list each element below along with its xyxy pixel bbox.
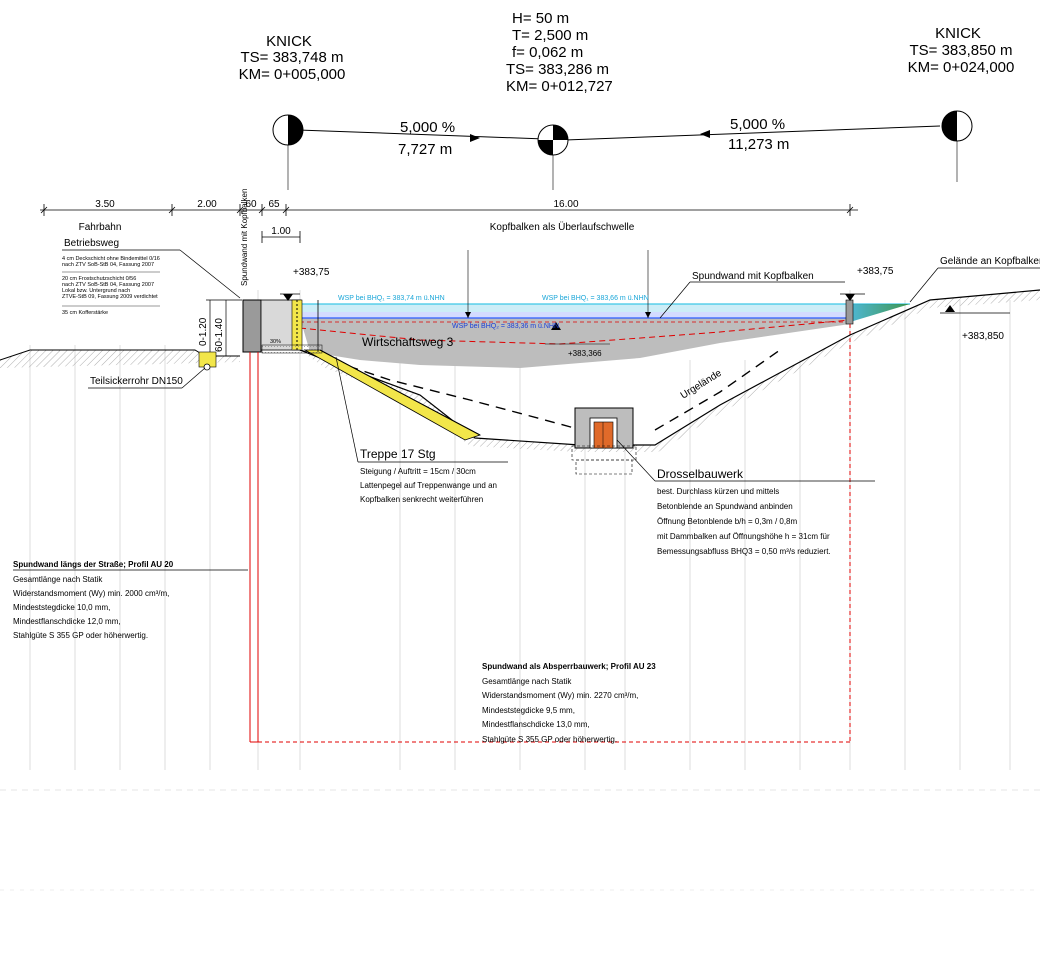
knick-left-symbol (272, 114, 304, 146)
arrow-right-icon (700, 130, 710, 138)
layer-note: 35 cm Kofferstärke (62, 310, 108, 316)
label-fahrbahn: Fahrbahn (79, 222, 122, 233)
spundwand-absperr-line: Gesamtlänge nach Statik (482, 677, 572, 686)
treppe-line: Steigung / Auftritt = 15cm / 30cm (360, 467, 476, 476)
treppe-title: Treppe 17 Stg (360, 447, 436, 461)
layer-note: ZTVE-StB 09, Fassung 2009 verdichtet (62, 294, 158, 300)
arrow-left-icon (470, 134, 480, 142)
dim-60: 60 (245, 199, 257, 210)
vertical-dimensions (206, 299, 242, 356)
low-point-km: KM= 0+012,727 (506, 78, 613, 95)
dim-vertical-2: 60-1.40 (214, 318, 225, 352)
knick-left-block: KNICK TS= 383,748 m KM= 0+005,000 (239, 33, 346, 83)
layer-note: 20 cm Frostschutzschicht 0/56 (62, 276, 136, 282)
layer-note: 4 cm Deckschicht ohne Bindemittel 0/16 (62, 256, 160, 262)
spundwand-strasse-line: Widerstandsmoment (Wy) min. 2000 cm³/m, (13, 589, 169, 598)
label-betriebsweg: Betriebsweg (64, 238, 119, 249)
drossel-line: best. Durchlass kürzen und mittels (657, 487, 779, 496)
gradient-line (287, 125, 958, 190)
spundwand-absperr-line: Stahlgüte S 355 GP oder höherwertig. (482, 735, 617, 744)
terrain-left (0, 349, 240, 368)
dim-65: 65 (268, 199, 280, 210)
drossel-line: Betonblende an Spundwand anbinden (657, 502, 793, 511)
spundwand-absperr-title: Spundwand als Absperrbauwerk; Profil AU … (482, 662, 656, 671)
label-spundwand-kopfbalken: Spundwand mit Kopfbalken (692, 271, 814, 282)
low-point-symbol (537, 124, 569, 156)
spundwand-absperr-line: Mindestflanschdicke 13,0 mm, (482, 720, 590, 729)
elevation-markers (280, 250, 1010, 345)
spundwand-strasse-line: Mindestflanschdicke 12,0 mm, (13, 617, 121, 626)
layer-note: Lokal bzw. Untergrund nach (62, 288, 130, 294)
layer-notes: 4 cm Deckschicht ohne Bindemittel 0/16 n… (62, 256, 160, 316)
layer-note: nach ZTV SoB-StB 04, Fassung 2007 (62, 262, 154, 268)
knick-right-block: KNICK TS= 383,850 m KM= 0+024,000 (908, 25, 1015, 76)
elevation-label-terrain: +383,850 (962, 331, 1004, 342)
dimension-chain (40, 204, 858, 243)
elevation-label-basin: +383,366 (568, 349, 602, 358)
slope-right-percent: 5,000 % (730, 116, 785, 133)
spundwand-strasse-title: Spundwand längs der Straße; Profil AU 20 (13, 560, 174, 569)
label-gelaende: Gelände an Kopfbalken (940, 256, 1040, 267)
knick-right-symbol (941, 110, 973, 142)
dim-200: 2.00 (197, 199, 217, 210)
elevation-label-right: +383,75 (857, 266, 894, 277)
water-level-label-right: WSP bei BHQ₁ = 383,66 m ü.NHN (542, 295, 649, 302)
label-small-percent: 30% (270, 339, 281, 345)
knick-left-title: KNICK (266, 33, 312, 50)
sheet-pile-right (845, 299, 854, 742)
elevation-label-left: +383,75 (293, 267, 330, 278)
basin (299, 303, 910, 368)
treppe-line: Lattenpegel auf Treppenwange und an (360, 481, 497, 490)
label-spundwand-vertical: Spundwand mit Kopfbalken (240, 189, 249, 286)
label-sickerrohr: Teilsickerrohr DN150 (90, 376, 183, 387)
drossel-title: Drosselbauwerk (657, 467, 744, 481)
low-point-block: H= 50 m T= 2,500 m f= 0,062 m TS= 383,28… (506, 10, 613, 95)
drossel-line: Bemessungsabfluss BHQ3 = 0,50 m³/s reduz… (657, 547, 831, 556)
knick-right-km: KM= 0+024,000 (908, 59, 1015, 76)
label-urgelaende: Urgelände (679, 368, 724, 402)
water-level-label-left: WSP bei BHQ₁ = 383,74 m ü.NHN (338, 295, 445, 302)
knick-left-km: KM= 0+005,000 (239, 66, 346, 83)
drain-pipe (198, 351, 217, 371)
spundwand-strasse-line: Stahlgüte S 355 GP oder höherwertig. (13, 631, 148, 640)
drossel-line: mit Dammbalken auf Öffnungshöhe h = 31cm… (657, 532, 830, 541)
low-point-f: f= 0,062 m (512, 44, 583, 61)
low-point-t: T= 2,500 m (512, 27, 588, 44)
label-kopfbalken: Kopfbalken als Überlaufschwelle (490, 221, 635, 233)
slope-left-length: 7,727 m (398, 141, 452, 158)
low-point-h: H= 50 m (512, 10, 569, 27)
low-point-ts: TS= 383,286 m (506, 61, 609, 78)
treppe-line: Kopfbalken senkrecht weiterführen (360, 495, 483, 504)
dim-100: 1.00 (271, 226, 291, 237)
spundwand-absperr-line: Mindeststegdicke 9,5 mm, (482, 706, 575, 715)
throttle-structure (571, 407, 637, 475)
slope-left-percent: 5,000 % (400, 119, 455, 136)
spundwand-strasse-line: Gesamtlänge nach Statik (13, 575, 103, 584)
layer-note: nach ZTV SoB-StB 04, Fassung 2007 (62, 282, 154, 288)
label-wirtschaftsweg: Wirtschaftsweg 3 (362, 335, 454, 349)
knick-right-title: KNICK (935, 25, 981, 42)
knick-left-ts: TS= 383,748 m (241, 49, 344, 66)
dim-vertical-1: 0-1.20 (198, 317, 209, 346)
spundwand-absperr-line: Widerstandsmoment (Wy) min. 2270 cm³/m, (482, 691, 638, 700)
drossel-line: Öffnung Betonblende b/h = 0,3m / 0,8m (657, 517, 798, 526)
dim-1600: 16.00 (553, 199, 578, 210)
slope-right-length: 11,273 m (728, 136, 789, 153)
knick-right-ts: TS= 383,850 m (910, 42, 1013, 59)
sheet-pile-left (242, 299, 850, 743)
dim-350: 3.50 (95, 199, 115, 210)
spundwand-strasse-line: Mindeststegdicke 10,0 mm, (13, 603, 110, 612)
water-level-label-bhq2: WSP bei BHQ₂ = 383,36 m ü.NHN (452, 323, 559, 330)
